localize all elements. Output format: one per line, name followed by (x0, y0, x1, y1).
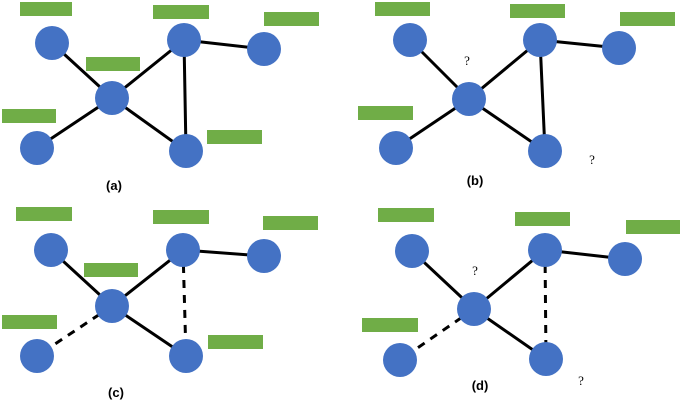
node-d-1 (395, 234, 429, 268)
node-label-c-1 (16, 207, 72, 221)
node-d-5 (383, 343, 417, 377)
panel-caption-a: (a) (106, 178, 122, 193)
unknown-mark-d-2: ? (578, 373, 584, 388)
node-b-4 (452, 82, 486, 116)
node-b-5 (379, 131, 413, 165)
panel-caption-b: (b) (467, 173, 484, 188)
node-c-6 (169, 339, 203, 373)
node-label-c-5 (2, 315, 57, 329)
node-label-a-6 (207, 130, 262, 144)
node-c-1 (34, 233, 68, 267)
node-label-a-2 (153, 5, 209, 19)
edge-b-5 (538, 38, 547, 153)
unknown-mark-b-2: ? (589, 152, 595, 167)
panel-c: (c) (2, 207, 318, 400)
edge-d-6-dashed (543, 249, 548, 360)
node-label-b-3 (620, 12, 675, 26)
node-label-a-1 (20, 2, 72, 16)
unknown-mark-d-1: ? (472, 263, 478, 278)
panel-b: ? ? (b) (358, 2, 675, 188)
unknown-mark-b-1: ? (464, 53, 470, 68)
node-label-b-2 (510, 4, 565, 18)
node-b-1 (393, 23, 427, 57)
node-label-c-4 (84, 263, 138, 277)
node-b-3 (602, 31, 636, 65)
node-c-5 (20, 339, 54, 373)
node-label-d-4 (362, 318, 418, 332)
node-a-2 (167, 23, 201, 57)
panel-a: (a) (2, 2, 319, 193)
node-b-6 (528, 134, 562, 168)
node-d-4 (457, 292, 491, 326)
node-label-b-4 (358, 106, 413, 120)
node-d-6 (529, 342, 563, 376)
node-c-4 (95, 289, 129, 323)
node-label-d-1 (378, 208, 434, 222)
node-label-d-2 (515, 212, 570, 226)
node-label-c-6 (208, 335, 263, 349)
node-b-2 (523, 23, 557, 57)
node-label-c-3 (263, 216, 318, 230)
node-label-b-1 (375, 2, 430, 16)
node-label-a-3 (264, 12, 319, 26)
node-d-2 (528, 233, 562, 267)
edge-c-6-dashed (181, 249, 188, 357)
panel-caption-d: (d) (472, 378, 489, 393)
panel-d: ? ? (d) (362, 208, 680, 393)
node-d-3 (608, 242, 642, 276)
edge-a-5 (182, 38, 188, 153)
node-a-5 (20, 131, 54, 165)
node-label-c-2 (153, 210, 209, 224)
node-label-d-3 (626, 220, 680, 234)
node-label-a-5 (2, 109, 56, 123)
node-a-6 (169, 134, 203, 168)
panel-caption-c: (c) (108, 385, 124, 400)
node-a-4 (95, 81, 129, 115)
node-c-2 (166, 233, 200, 267)
node-label-a-4 (86, 57, 140, 71)
node-a-3 (247, 32, 281, 66)
node-a-1 (35, 26, 69, 60)
node-c-3 (247, 239, 281, 273)
